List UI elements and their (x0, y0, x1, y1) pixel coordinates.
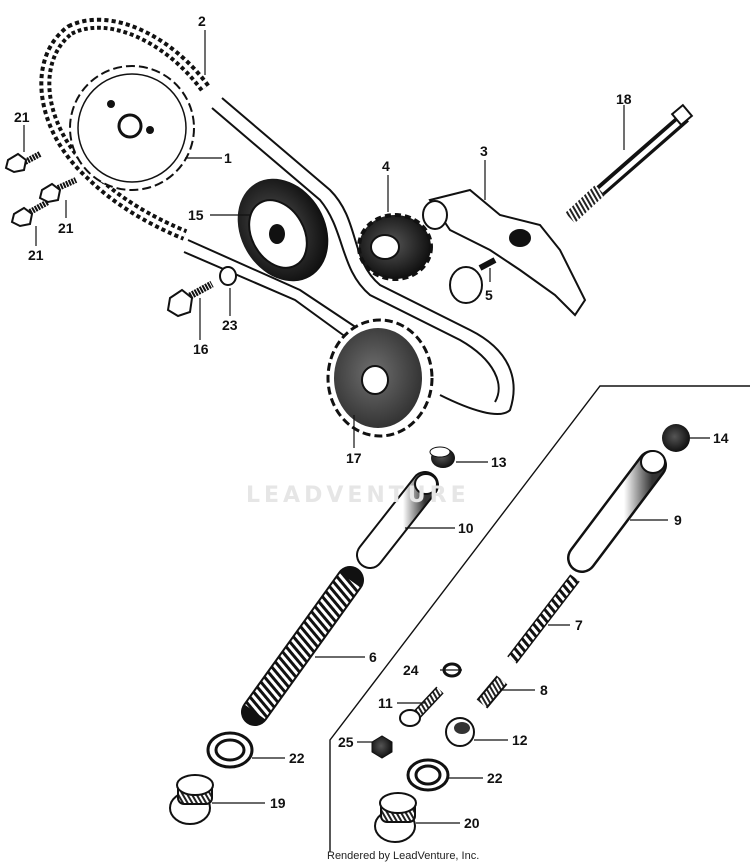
callout-8: 8 (540, 682, 548, 698)
tensioner-bracket-drawing (422, 188, 587, 317)
section-divider (329, 385, 750, 852)
callout-21-c: 21 (28, 247, 44, 263)
callout-21-a: 21 (14, 109, 30, 125)
chain-drawing (39, 17, 515, 415)
cap-and-ball-drawing (429, 424, 690, 468)
callout-20: 20 (464, 815, 480, 831)
adjuster-bolt-drawing (399, 686, 444, 727)
cam-sprocket-drawing (326, 318, 434, 438)
callout-16: 16 (193, 341, 209, 357)
callout-10: 10 (458, 520, 474, 536)
cap-nut-drawing (445, 717, 475, 747)
callout-21-b: 21 (58, 220, 74, 236)
callout-17: 17 (346, 450, 362, 466)
callout-22-b: 22 (487, 770, 503, 786)
leader-lines (23, 30, 710, 824)
tensioner-gear-drawing (357, 213, 433, 281)
callout-11: 11 (378, 695, 393, 711)
small-spring-drawing (507, 574, 580, 664)
roller-bolt-drawing (166, 266, 237, 318)
short-tube-drawing (356, 471, 439, 569)
bolt-drawings (4, 151, 78, 228)
sprocket-drawing (69, 65, 195, 191)
callout-5: 5 (485, 287, 493, 303)
callout-1: 1 (224, 150, 232, 166)
callout-7: 7 (575, 617, 583, 633)
sealing-plug-drawings (169, 774, 417, 843)
callout-15: 15 (188, 207, 204, 223)
pivot-bolt-drawing (449, 257, 497, 304)
long-tube-drawing (567, 450, 667, 573)
callout-23: 23 (222, 317, 238, 333)
large-spring-drawing (241, 566, 364, 726)
credit-text: Rendered by LeadVenture, Inc. (327, 850, 480, 862)
callout-12: 12 (512, 732, 528, 748)
callout-6: 6 (369, 649, 377, 665)
callout-2: 2 (198, 13, 206, 29)
lock-nut-drawing (371, 735, 393, 759)
shaft-drawing (565, 103, 694, 224)
spring-seat-drawing (476, 675, 508, 709)
callout-24: 24 (403, 662, 419, 678)
callout-3: 3 (480, 143, 488, 159)
callout-14: 14 (713, 430, 729, 446)
callout-22-a: 22 (289, 750, 305, 766)
callout-9: 9 (674, 512, 682, 528)
callout-4: 4 (382, 158, 390, 174)
callout-18: 18 (616, 91, 632, 107)
guide-roller-drawing (237, 178, 329, 282)
callout-13: 13 (491, 454, 507, 470)
callout-25: 25 (338, 734, 354, 750)
watermark: LEADVENTURE (246, 483, 470, 508)
washer-drawings (206, 731, 450, 792)
callout-19: 19 (270, 795, 286, 811)
